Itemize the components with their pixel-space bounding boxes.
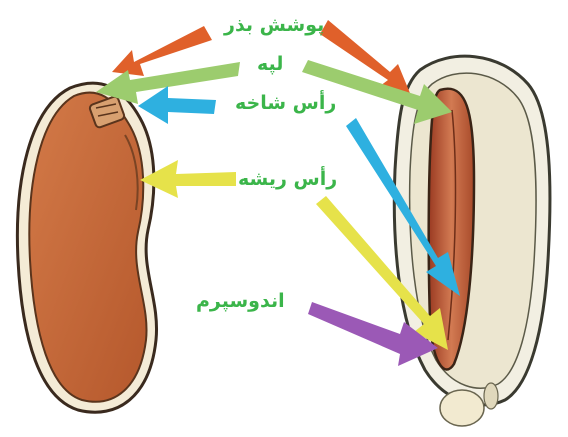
- label-endosperm: اندوسپرم: [196, 292, 285, 311]
- label-cotyledon: لپه: [257, 55, 283, 74]
- label-seed-coat: پوشش بذر: [224, 16, 324, 35]
- label-shoot-tip: رأس شاخه: [235, 94, 336, 113]
- grain-germ: [440, 390, 484, 426]
- label-root-tip: رأس ریشه: [238, 170, 337, 189]
- bean-seed: [17, 83, 156, 412]
- shoot-tip-arrow: [138, 86, 216, 124]
